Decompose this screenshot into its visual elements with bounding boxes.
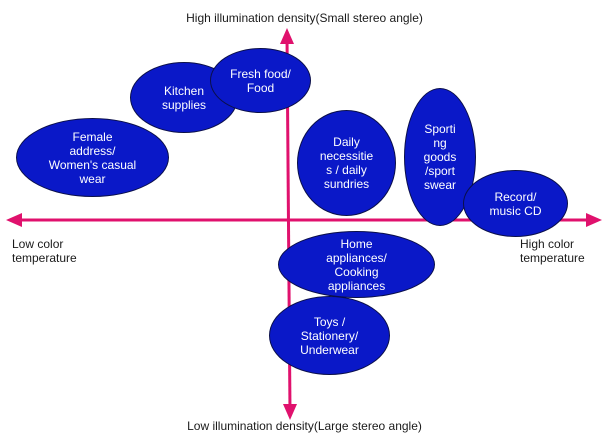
- left-axis-label-line-2: temperature: [12, 251, 77, 265]
- bubble-home-appliances: Home appliances/ Cooking appliances: [278, 231, 435, 298]
- bubble-record-music: Record/ music CD: [463, 170, 568, 237]
- top-arrowhead: [280, 28, 294, 44]
- right-axis-label-line-2: temperature: [520, 251, 585, 265]
- left-axis-label-line-1: Low color: [12, 237, 64, 251]
- bubble-toys-stationery: Toys / Stationery/ Underwear: [269, 296, 390, 375]
- bottom-arrowhead: [283, 404, 297, 420]
- bottom-axis-label: Low illumination density(Large stereo an…: [187, 419, 422, 433]
- top-axis-label: High illumination density(Small stereo a…: [186, 11, 423, 25]
- bubble-female-address: Female address/ Women's casual wear: [16, 118, 169, 197]
- right-axis-label: High color temperature: [520, 237, 609, 265]
- right-axis-label-line-1: High color: [520, 237, 575, 251]
- left-arrowhead: [6, 213, 22, 227]
- left-axis-label: Low color temperature: [12, 237, 122, 265]
- right-arrowhead: [586, 213, 602, 227]
- bubble-fresh-food: Fresh food/ Food: [210, 48, 311, 113]
- bubble-daily-necessities: Daily necessitie s / daily sundries: [297, 110, 396, 216]
